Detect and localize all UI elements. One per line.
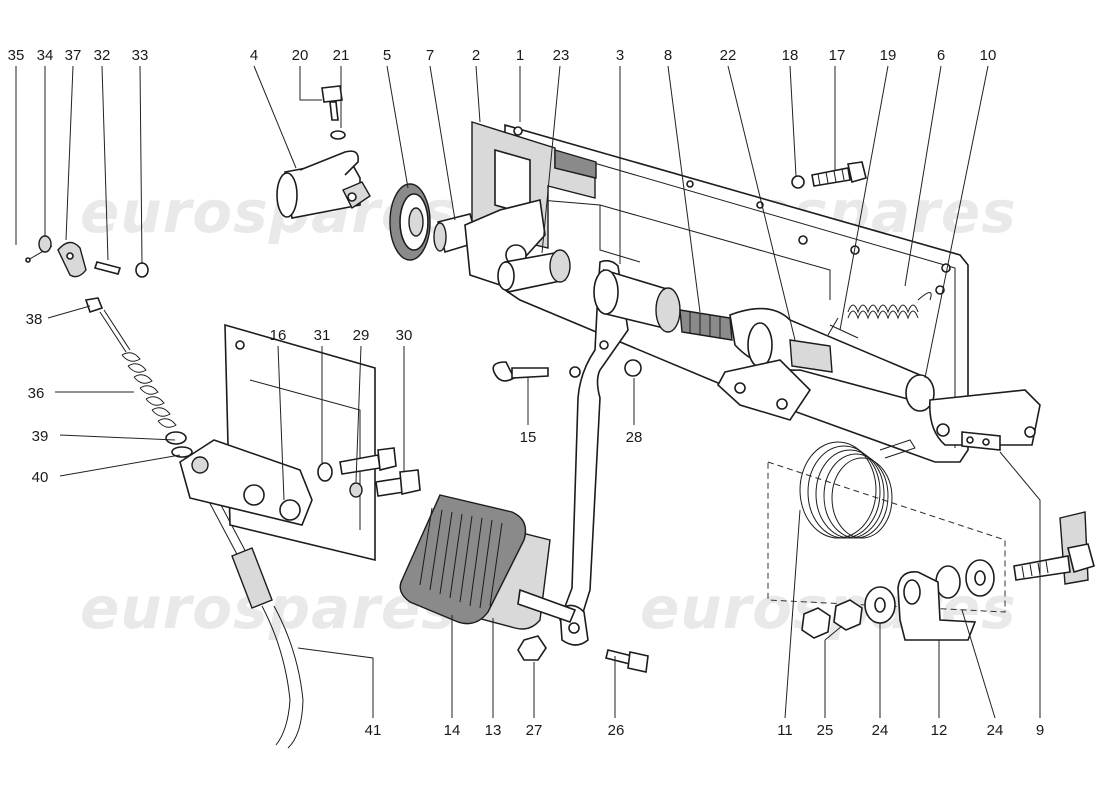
- bolt-26: [605, 649, 649, 673]
- callout-1: 1: [516, 47, 524, 64]
- return-spring: [827, 292, 932, 339]
- callout-2: 2: [472, 47, 480, 64]
- callout-27: 27: [526, 722, 543, 739]
- callout-30: 30: [396, 327, 413, 344]
- bolt-29: [339, 447, 397, 475]
- watermark-text: eurospares: [80, 574, 457, 642]
- callout-40: 40: [32, 469, 49, 486]
- callout-8: 8: [664, 47, 672, 64]
- callout-4: 4: [250, 47, 258, 64]
- callout-28: 28: [626, 429, 643, 446]
- callout-11: 11: [777, 722, 793, 739]
- callout-34: 34: [37, 47, 54, 64]
- callout-35: 35: [8, 47, 25, 64]
- coil-spring: [799, 439, 916, 539]
- bushing: [433, 199, 546, 286]
- callout-25: 25: [817, 722, 834, 739]
- callout-13: 13: [485, 722, 502, 739]
- leader-lines: [15, 65, 1041, 719]
- nut-28: [624, 359, 642, 377]
- callout-10: 10: [980, 47, 997, 64]
- callout-29: 29: [353, 327, 370, 344]
- callout-36: 36: [28, 385, 45, 402]
- callout-19: 19: [880, 47, 897, 64]
- support-bracket: [897, 571, 977, 641]
- spacer-tube: [497, 249, 571, 293]
- callout-26: 26: [608, 722, 625, 739]
- callout-38: 38: [26, 311, 43, 328]
- callout-31: 31: [314, 327, 331, 344]
- callout-5: 5: [383, 47, 391, 64]
- callout-17: 17: [829, 47, 846, 64]
- pedal-pad: [399, 494, 527, 625]
- clutch-cable: [84, 297, 304, 749]
- callout-16: 16: [270, 327, 287, 344]
- callout-21: 21: [333, 47, 350, 64]
- bolt-15: [492, 361, 549, 382]
- bolt-30: [349, 469, 421, 498]
- callout-24: 24: [872, 722, 889, 739]
- callout-18: 18: [782, 47, 799, 64]
- pivot-tube: [276, 150, 371, 219]
- callout-39: 39: [32, 428, 49, 445]
- washer-31: [317, 462, 333, 482]
- bolt-17: [791, 161, 867, 189]
- callout-20: 20: [292, 47, 309, 64]
- bolt-20: [321, 85, 346, 140]
- cross-shaft: [716, 307, 1041, 451]
- callout-3: 3: [616, 47, 624, 64]
- spring-box: [767, 461, 1006, 613]
- nut-25: [801, 599, 863, 639]
- callout-15: 15: [520, 429, 537, 446]
- cable-bracket: [179, 323, 376, 562]
- callout-37: 37: [65, 47, 82, 64]
- callout-9: 9: [1036, 722, 1044, 739]
- callout-32: 32: [94, 47, 111, 64]
- callout-24: 24: [987, 722, 1004, 739]
- callout-23: 23: [553, 47, 570, 64]
- seal-washer: [389, 183, 431, 261]
- splined-shaft: [679, 309, 733, 341]
- bolt-9: [1013, 511, 1095, 585]
- callout-6: 6: [937, 47, 945, 64]
- callout-14: 14: [444, 722, 461, 739]
- callout-7: 7: [426, 47, 434, 64]
- callout-22: 22: [720, 47, 737, 64]
- nut-27: [517, 635, 547, 661]
- callout-labels: 35 34 37 32 33 4 20 21 5 7 2 1 23 3 8 22…: [8, 47, 1045, 739]
- callout-12: 12: [931, 722, 948, 739]
- callout-33: 33: [132, 47, 149, 64]
- callout-41: 41: [365, 722, 382, 739]
